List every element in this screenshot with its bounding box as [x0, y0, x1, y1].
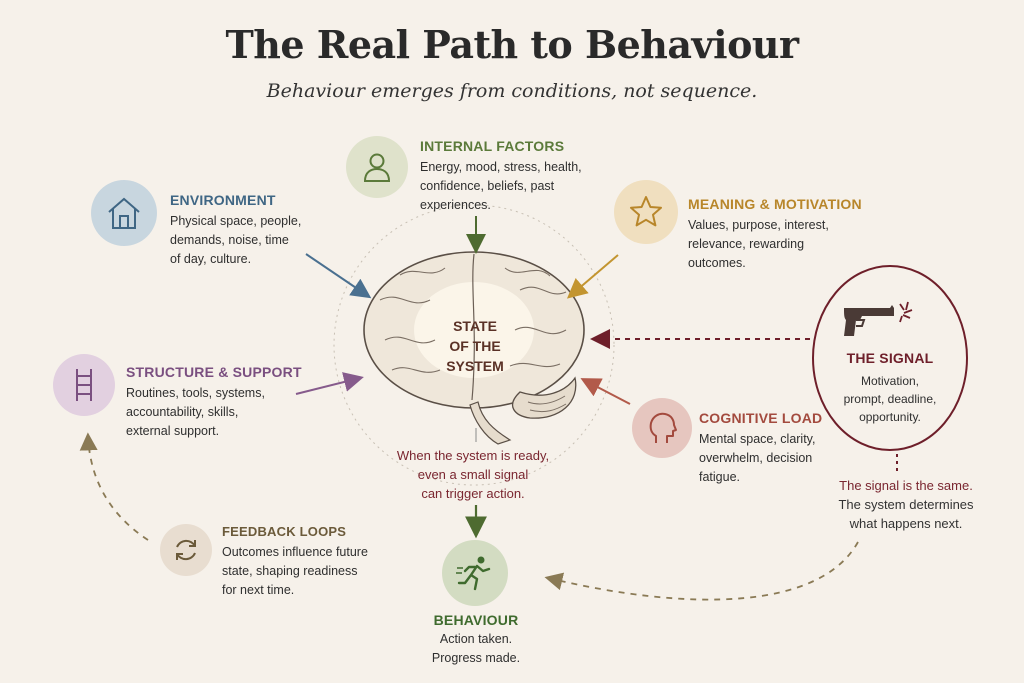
ready-note-line-1: When the system is ready,	[396, 448, 550, 463]
environment-desc-1: Physical space, people,	[170, 214, 302, 228]
star-icon	[630, 196, 662, 227]
signal-desc-1: Motivation,	[860, 374, 920, 388]
arrow-cognitive-to-center	[580, 378, 631, 405]
cycle-arrows-icon	[176, 539, 196, 561]
page-title: The Real Path to Behaviour	[225, 22, 799, 67]
cognitive-node: COGNITIVE LOAD Mental space, clarity, ov…	[699, 410, 849, 487]
cognitive-desc-3: fatigue.	[699, 470, 741, 484]
feedback-title: FEEDBACK LOOPS	[222, 524, 347, 539]
meaning-desc-1: Values, purpose, interest,	[688, 218, 829, 232]
internal-desc-3: experiences.	[420, 198, 491, 212]
environment-icon-circle	[91, 180, 157, 246]
arrow-structure-to-center	[295, 372, 364, 395]
structure-node: STRUCTURE & SUPPORT Routines, tools, sys…	[126, 364, 306, 441]
signal-gun-icon	[842, 298, 918, 342]
center-line-3: SYSTEM	[446, 358, 504, 374]
center-label: STATE OF THE SYSTEM	[425, 316, 525, 376]
signal-same-note: The signal is the same. The system deter…	[818, 476, 994, 533]
ladder-icon	[76, 369, 92, 401]
behaviour-desc-2: Progress made.	[431, 651, 521, 665]
meaning-icon-circle	[614, 180, 678, 244]
environment-title: ENVIRONMENT	[170, 192, 276, 208]
feedback-desc-3: for next time.	[222, 583, 295, 597]
arrow-feedback-to-structure	[79, 432, 149, 541]
structure-desc-3: external support.	[126, 424, 220, 438]
same-note-line-3: what happens next.	[849, 516, 963, 531]
signal-title: THE SIGNAL	[846, 350, 934, 366]
arrow-meaning-to-center	[566, 254, 619, 299]
cognitive-icon-circle	[632, 398, 692, 458]
ready-note-line-3: can trigger action.	[421, 486, 525, 501]
behaviour-node: BEHAVIOUR Action taken. Progress made.	[406, 612, 546, 668]
feedback-icon-circle	[160, 524, 212, 576]
feedback-desc-2: state, shaping readiness	[222, 564, 358, 578]
behaviour-icon-circle	[442, 540, 508, 606]
center-line-2: OF THE	[449, 338, 501, 354]
internal-factors-node: INTERNAL FACTORS Energy, mood, stress, h…	[420, 138, 620, 215]
internal-desc-1: Energy, mood, stress, health,	[420, 160, 582, 174]
arrow-environment-to-center	[305, 253, 372, 299]
cognitive-desc-2: overwhelm, decision	[699, 451, 813, 465]
cognitive-title: COGNITIVE LOAD	[699, 410, 823, 426]
signal-node: THE SIGNAL Motivation, prompt, deadline,…	[820, 350, 960, 426]
meaning-desc-3: outcomes.	[688, 256, 746, 270]
person-icon	[363, 153, 391, 182]
page-subtitle: Behaviour emerges from conditions, not s…	[266, 80, 758, 102]
ready-note-line-2: even a small signal	[417, 467, 529, 482]
signal-desc-2: prompt, deadline,	[843, 392, 937, 406]
internal-title: INTERNAL FACTORS	[420, 138, 565, 154]
environment-desc-2: demands, noise, time	[170, 233, 289, 247]
arrow-same-to-behaviour	[544, 541, 859, 601]
environment-desc-3: of day, culture.	[170, 252, 252, 266]
brain-illustration	[363, 251, 585, 445]
same-note-line-1: The signal is the same.	[839, 478, 973, 493]
house-icon	[108, 197, 140, 229]
running-person-icon	[456, 556, 491, 591]
ready-note: When the system is ready, even a small s…	[378, 446, 568, 503]
center-line-1: STATE	[453, 318, 497, 334]
structure-title: STRUCTURE & SUPPORT	[126, 364, 302, 380]
structure-icon-circle	[53, 354, 115, 416]
cognitive-desc-1: Mental space, clarity,	[699, 432, 816, 446]
structure-desc-2: accountability, skills,	[126, 405, 239, 419]
meaning-node: MEANING & MOTIVATION Values, purpose, in…	[688, 196, 888, 273]
feedback-node: FEEDBACK LOOPS Outcomes influence future…	[222, 524, 392, 600]
internal-icon-circle	[346, 136, 408, 198]
meaning-desc-2: relevance, rewarding	[688, 237, 805, 251]
internal-desc-2: confidence, beliefs, past	[420, 179, 555, 193]
structure-desc-1: Routines, tools, systems,	[126, 386, 265, 400]
behaviour-desc-1: Action taken.	[439, 632, 513, 646]
signal-desc-3: opportunity.	[859, 410, 921, 424]
behaviour-title: BEHAVIOUR	[433, 612, 519, 628]
signal-oval	[812, 265, 968, 451]
meaning-title: MEANING & MOTIVATION	[688, 196, 862, 212]
same-note-line-2: The system determines	[838, 497, 974, 512]
system-ring	[333, 204, 615, 486]
head-icon	[649, 412, 677, 443]
environment-node: ENVIRONMENT Physical space, people, dema…	[170, 192, 330, 269]
feedback-desc-1: Outcomes influence future	[222, 545, 368, 559]
